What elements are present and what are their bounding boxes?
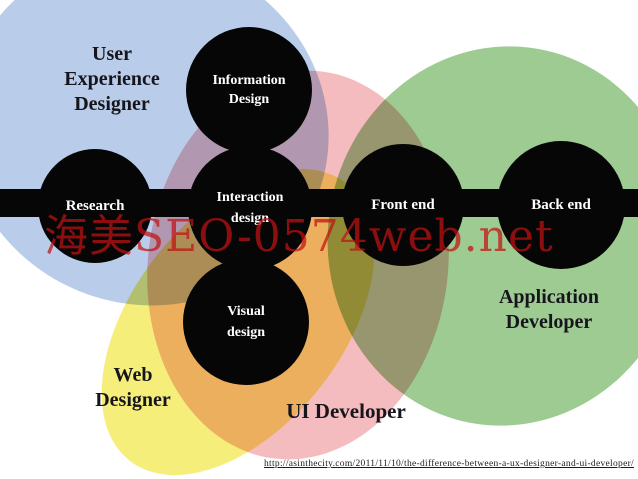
node-front-end-label: Front end	[371, 196, 435, 213]
node-visual-design: Visual design	[183, 259, 309, 385]
node-back-end-label: Back end	[531, 196, 591, 213]
label-application-developer: Application Developer	[498, 286, 600, 333]
node-information-design-label: Information Design	[212, 73, 286, 107]
node-information-design: Information Design	[186, 27, 312, 153]
node-research-label: Research	[65, 197, 125, 214]
watermark-text: 海美SEO-0574web.net	[44, 211, 554, 262]
node-back-end: Back end	[497, 141, 625, 269]
node-interaction-design: Interaction design	[188, 146, 312, 270]
source-url-link[interactable]: http://asinthecity.com/2011/11/10/the-di…	[263, 459, 634, 469]
label-web-designer: Web Designer	[95, 364, 171, 411]
label-ui-developer: UI Developer	[286, 399, 406, 423]
node-interaction-design-label: Interaction design	[216, 190, 284, 226]
node-front-end: Front end	[342, 144, 464, 266]
label-user-experience-designer: User Experience Designer	[64, 43, 160, 115]
node-research: Research	[38, 149, 152, 263]
node-visual-design-label: Visual design	[226, 304, 266, 340]
